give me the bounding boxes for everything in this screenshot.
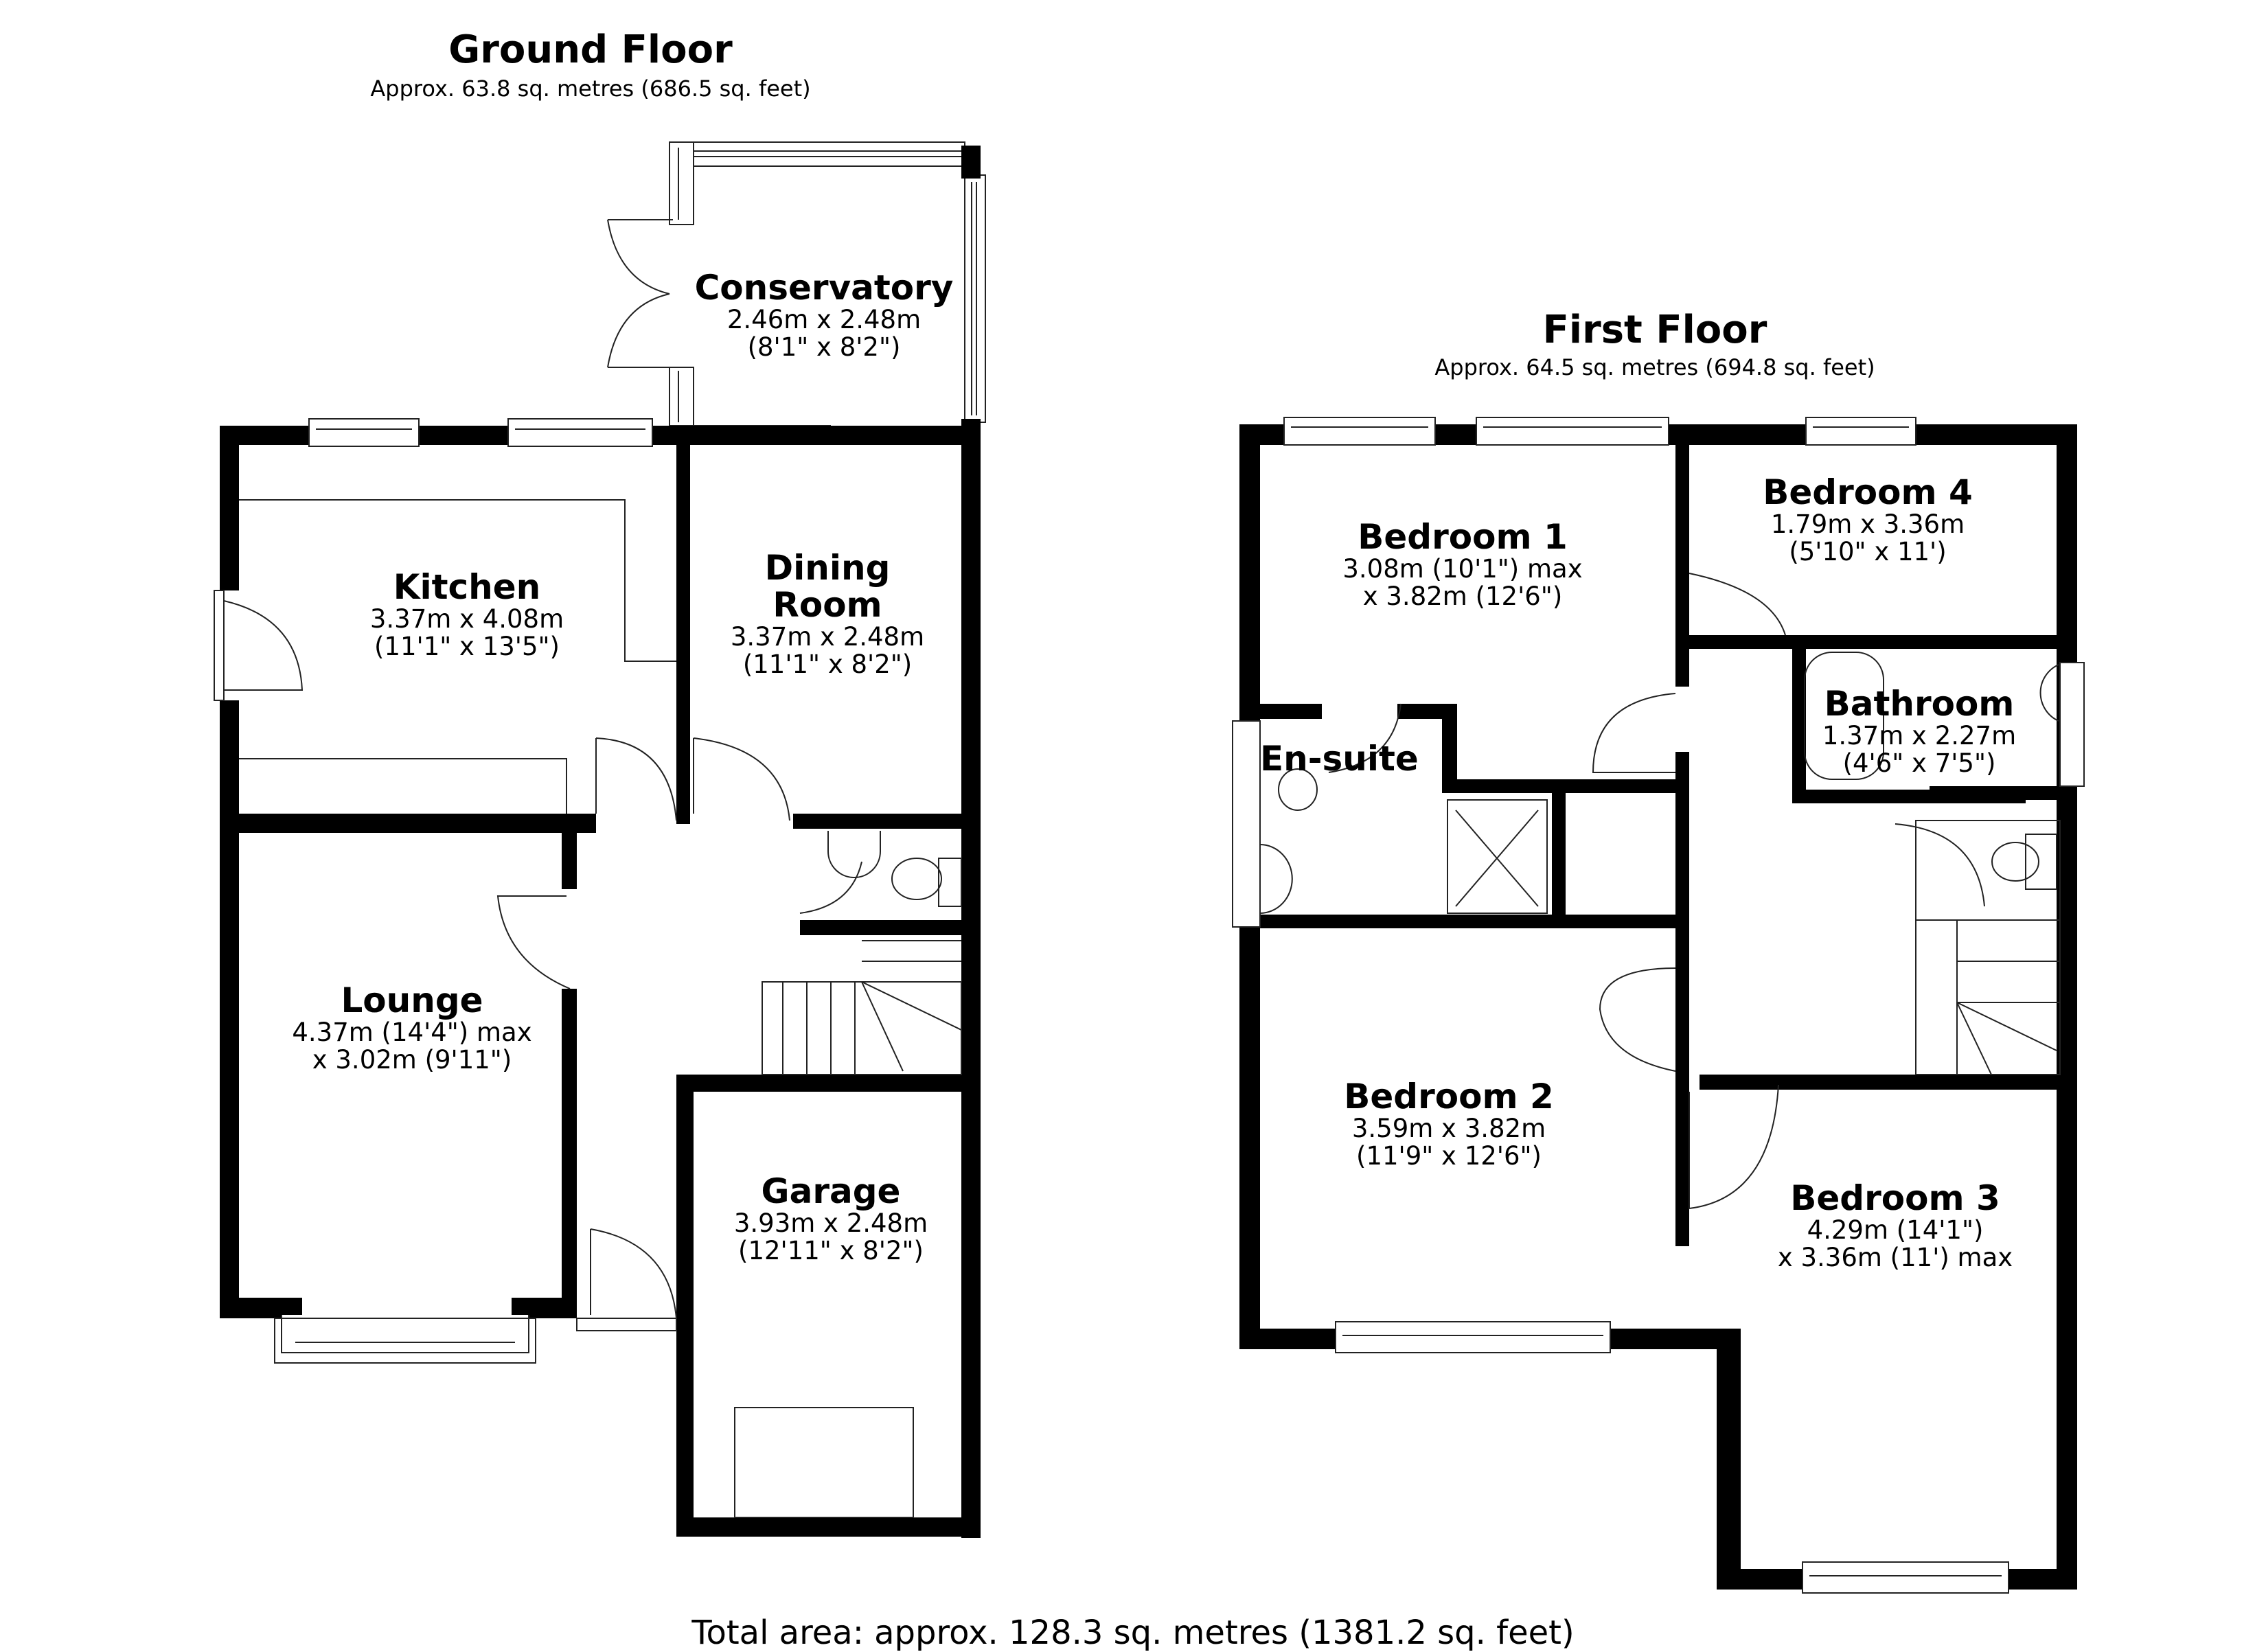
room-name: Bedroom 4 — [1763, 472, 1973, 512]
ground-floor-area: Approx. 63.8 sq. metres (686.5 sq. feet) — [370, 76, 811, 102]
room-dimensions: 3.93m x 2.48m — [733, 1208, 928, 1238]
bath — [1804, 652, 1884, 780]
room-dimensions: 3.08m (10'1") max — [1342, 554, 1583, 584]
room-dimensions-imperial: (11'9" x 12'6") — [1356, 1140, 1542, 1171]
room-dimensions-imperial: (4'6" x 7'5") — [1842, 748, 1996, 778]
wc-toilet — [891, 858, 942, 900]
room-name: Bathroom — [1824, 684, 2015, 724]
room-dimensions-imperial: x 3.02m (9'11") — [312, 1044, 512, 1075]
room-name-line2: Room — [772, 585, 882, 625]
ensuite-toilet — [1278, 768, 1318, 811]
room-kitchen: Kitchen 3.37m x 4.08m (11'1" x 13'5") — [323, 569, 611, 661]
bathroom-basin — [2039, 664, 2059, 722]
room-dimensions-imperial: (11'1" x 8'2") — [742, 649, 913, 679]
ground-floor-stairs — [762, 940, 962, 1075]
room-name: Bedroom 3 — [1790, 1178, 2000, 1218]
ground-floor-plan — [214, 141, 986, 1538]
room-bedroom-3: Bedroom 3 4.29m (14'1") x 3.36m (11') ma… — [1730, 1180, 2060, 1272]
room-name: En-suite — [1260, 739, 1419, 779]
room-name: Garage — [761, 1171, 901, 1211]
room-name: Bedroom 1 — [1358, 517, 1568, 557]
room-name: Bedroom 2 — [1344, 1077, 1554, 1116]
kitchen-window — [308, 418, 420, 447]
room-dimensions: 1.79m x 3.36m — [1770, 509, 1965, 539]
kitchen-window — [507, 418, 653, 447]
room-name: Conservatory — [694, 268, 954, 308]
room-garage: Garage 3.93m x 2.48m (12'11" x 8'2") — [694, 1173, 968, 1265]
total-area: Total area: approx. 128.3 sq. metres (13… — [691, 1614, 1575, 1652]
ground-floor-title: Ground Floor — [448, 27, 733, 72]
room-dimensions: 3.59m x 3.82m — [1351, 1114, 1546, 1143]
room-bedroom-1: Bedroom 1 3.08m (10'1") max x 3.82m (12'… — [1298, 518, 1627, 610]
ground-floor-walls — [220, 426, 981, 1538]
room-name: Lounge — [341, 980, 483, 1020]
first-floor-stairs — [1915, 820, 2061, 1075]
room-name: Kitchen — [393, 567, 541, 607]
room-name: Dining — [764, 548, 891, 588]
room-dimensions-imperial: x 3.36m (11') max — [1777, 1242, 2013, 1272]
wc-basin — [827, 831, 881, 878]
first-floor-title: First Floor — [1542, 308, 1767, 352]
room-dimensions-imperial: (5'10" x 11') — [1789, 536, 1947, 566]
first-floor-plan — [1232, 417, 2085, 1594]
room-dimensions-imperial: (11'1" x 13'5") — [374, 631, 560, 661]
room-lounge: Lounge 4.37m (14'4") max x 3.02m (9'11") — [261, 982, 563, 1074]
room-dimensions-imperial: x 3.82m (12'6") — [1362, 581, 1563, 611]
room-dimensions: 2.46m x 2.48m — [726, 305, 922, 334]
first-floor-area: Approx. 64.5 sq. metres (694.8 sq. feet) — [1434, 354, 1875, 380]
room-dimensions: 1.37m x 2.27m — [1822, 721, 2017, 750]
room-bedroom-4: Bedroom 4 1.79m x 3.36m (5'10" x 11') — [1703, 474, 2033, 566]
room-bathroom: Bathroom 1.37m x 2.27m (4'6" x 7'5") — [1806, 685, 2033, 777]
room-dimensions: 3.37m x 2.48m — [730, 622, 925, 652]
room-bedroom-2: Bedroom 2 3.59m x 3.82m (11'9" x 12'6") — [1291, 1078, 1607, 1170]
room-en-suite: En-suite — [1260, 740, 1439, 777]
shower-tray — [1447, 799, 1548, 914]
room-dining: Dining Room 3.37m x 2.48m (11'1" x 8'2") — [694, 549, 961, 678]
room-dimensions: 3.37m x 4.08m — [369, 604, 564, 634]
room-dimensions: 4.37m (14'4") max — [292, 1018, 532, 1047]
room-conservatory: Conservatory 2.46m x 2.48m (8'1" x 8'2") — [680, 269, 968, 361]
conservatory-glazing — [669, 141, 986, 436]
room-dimensions-imperial: (8'1" x 8'2") — [747, 332, 901, 362]
conservatory-door — [607, 219, 670, 368]
room-dimensions-imperial: (12'11" x 8'2") — [738, 1235, 924, 1265]
room-dimensions: 4.29m (14'1") — [1807, 1215, 1984, 1245]
garage-door — [734, 1407, 914, 1518]
ensuite-basin — [1259, 844, 1293, 914]
